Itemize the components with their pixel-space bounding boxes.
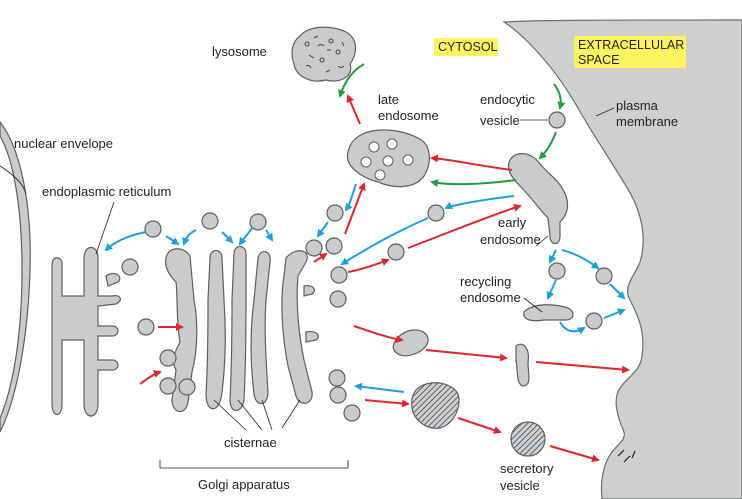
cisternae-label: cisternae: [224, 435, 277, 450]
vesicle: [515, 343, 530, 387]
golgi-cisternae: [165, 245, 319, 413]
vesicle: [249, 213, 267, 231]
secretory-granule: [411, 382, 460, 429]
vesicle: [326, 204, 344, 222]
vesicle: [329, 386, 347, 404]
vesicle: [159, 377, 177, 395]
early-endosome-label-line1: early: [498, 215, 527, 230]
secretory-vesicle-label-line1: secretory: [500, 461, 554, 476]
cytosol-label: CYTOSOL: [438, 40, 498, 54]
recycling-endosome-label-line1: recycling: [460, 274, 511, 289]
exocytosis-site: [617, 449, 636, 463]
vesicle: [387, 243, 405, 261]
extracellular-label-line2: SPACE: [578, 53, 619, 67]
endocytic-arrows: [338, 63, 566, 188]
endoplasmic-reticulum: [51, 246, 121, 417]
nuclear-envelope: [0, 121, 31, 433]
early-endosome: [507, 153, 569, 245]
extracellular-highlight: [574, 36, 686, 68]
early-endosome-label-line2: endosome: [480, 232, 541, 247]
transport-vesicles: [121, 111, 613, 422]
plasma-membrane-label-line1: plasma: [616, 98, 659, 113]
vesicle: [427, 204, 445, 222]
leader-lines: [0, 107, 615, 469]
endocytic-vesicle: [548, 111, 566, 129]
vesicle: [330, 266, 348, 284]
vesicle: [178, 378, 196, 396]
vesicle: [548, 262, 566, 280]
late-endosome-label-line1: late: [378, 92, 399, 107]
secretory-vesicle-label-line2: vesicle: [500, 478, 540, 493]
endocytic-vesicle-label-line2: vesicle: [480, 113, 520, 128]
cytosol-highlight: [434, 38, 498, 56]
retrieval-arrows: [104, 183, 626, 393]
vesicle: [201, 212, 219, 230]
vesicle: [305, 239, 323, 257]
endocytic-vesicle-label-line1: endocytic: [480, 92, 535, 107]
extracellular-label-line1: EXTRACELLULAR: [578, 38, 684, 52]
golgi-apparatus-label: Golgi apparatus: [198, 477, 290, 492]
secretory-arrows: [139, 94, 630, 463]
plasma-membrane-label-line2: membrane: [616, 114, 678, 129]
vesicle: [585, 312, 603, 330]
secretory-vesicle: [510, 421, 546, 457]
late-endosome: [346, 129, 430, 188]
vesicle: [328, 369, 346, 387]
vesicle: [121, 258, 139, 276]
endoplasmic-reticulum-label: endoplasmic reticulum: [42, 184, 171, 199]
nuclear-envelope-label: nuclear envelope: [14, 136, 113, 151]
lysosome: [291, 26, 357, 82]
vesicle: [137, 318, 155, 336]
lysosome-label: lysosome: [212, 44, 267, 59]
vesicle: [325, 237, 343, 255]
vesicle: [329, 290, 347, 308]
recycling-endosome: [523, 304, 574, 322]
vesicle: [343, 404, 361, 422]
recycling-endosome-label-line2: endosome: [460, 290, 521, 305]
vesicle: [159, 349, 177, 367]
vesicle: [392, 329, 429, 357]
late-endosome-label-line2: endosome: [378, 108, 439, 123]
vesicle: [144, 220, 162, 238]
vesicle: [595, 267, 613, 285]
